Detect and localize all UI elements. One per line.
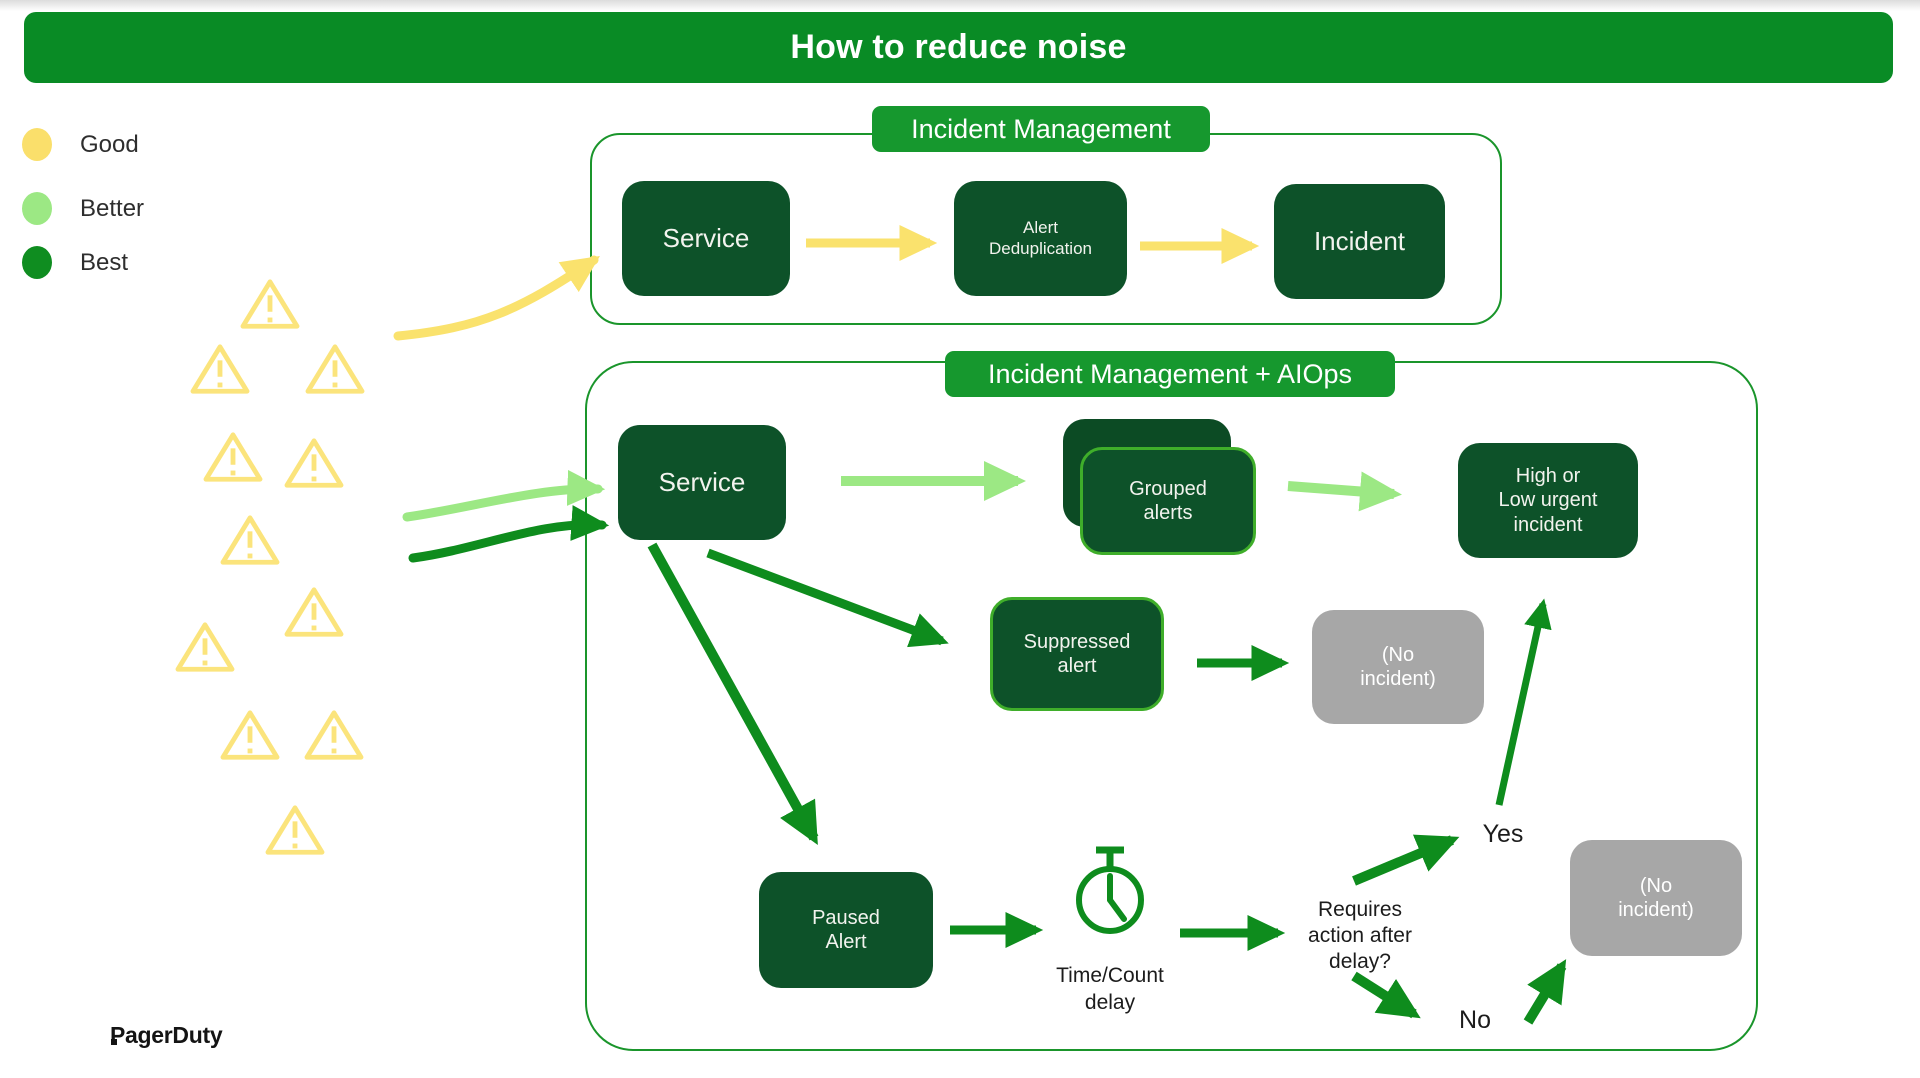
arrow-noise-to-service-better [402,469,606,522]
legend-label-best: Best [80,248,129,276]
warning-triangle-icon [287,590,341,634]
node-no-incident-suppressed: (No incident) [1312,610,1484,724]
warning-triangle-icon [223,518,277,562]
legend-row-good: Good [22,128,139,161]
yes-label: Yes [1482,820,1524,848]
arrow-service-to-suppressed [706,548,949,648]
time-count-delay-label: Time/Count delay [1056,964,1164,1014]
pagerduty-logo: PagerDuty [110,1022,223,1048]
node-suppressed-alert: Suppressed alert [990,597,1164,711]
best-color-swatch [22,246,52,279]
arrow-yes-to-highlow [1495,598,1552,806]
node-high-low-urgent-incident: High or Low urgent incident [1458,443,1638,558]
node-service-aiops: Service [618,425,786,540]
good-color-swatch [22,128,52,161]
pagerduty-logo-dot [111,1039,117,1045]
arrow-no-to-noincident [1523,959,1567,1025]
node-incident: Incident [1274,184,1445,299]
window-top-edge [0,0,1920,11]
warning-triangle-icon [308,347,362,391]
warning-triangle-icon [243,282,297,326]
requires-action-question: Requires action after delay? [1308,898,1412,973]
warning-triangle-icon [178,625,232,669]
node-grouped-alerts: Grouped alerts [1080,447,1256,555]
arrow-service-to-paused [647,542,819,846]
warning-triangle-icon [223,713,277,757]
better-color-swatch [22,192,52,225]
node-paused-alert: Paused Alert [759,872,933,988]
arrow-grouped-to-highlow [1287,471,1402,512]
title-banner: How to reduce noise [24,12,1893,83]
warning-triangle-icon [206,435,260,479]
legend-row-best: Best [22,246,128,279]
warning-triangle-icon [193,347,247,391]
arrow-question-to-yes [1352,834,1460,886]
legend-row-better: Better [22,192,144,225]
arrow-noise-to-service-good [393,255,600,341]
node-alert-deduplication: Alert Deduplication [954,181,1127,296]
stopwatch-icon [1076,846,1144,934]
page-title: How to reduce noise [790,28,1127,66]
legend-label-good: Good [80,130,139,158]
aiops-label: Incident Management + AIOps [945,351,1395,397]
noise-warning-triangles [178,282,362,852]
arrow-question-to-no [1351,971,1421,1019]
legend-label-better: Better [80,194,145,222]
no-label: No [1459,1006,1491,1034]
node-no-incident-paused: (No incident) [1570,840,1742,956]
warning-triangle-icon [307,713,361,757]
node-service-im: Service [622,181,790,296]
arrow-noise-to-service-best [408,505,610,563]
warning-triangle-icon [268,808,322,852]
warning-triangle-icon [287,441,341,485]
incident-management-label: Incident Management [872,106,1210,152]
